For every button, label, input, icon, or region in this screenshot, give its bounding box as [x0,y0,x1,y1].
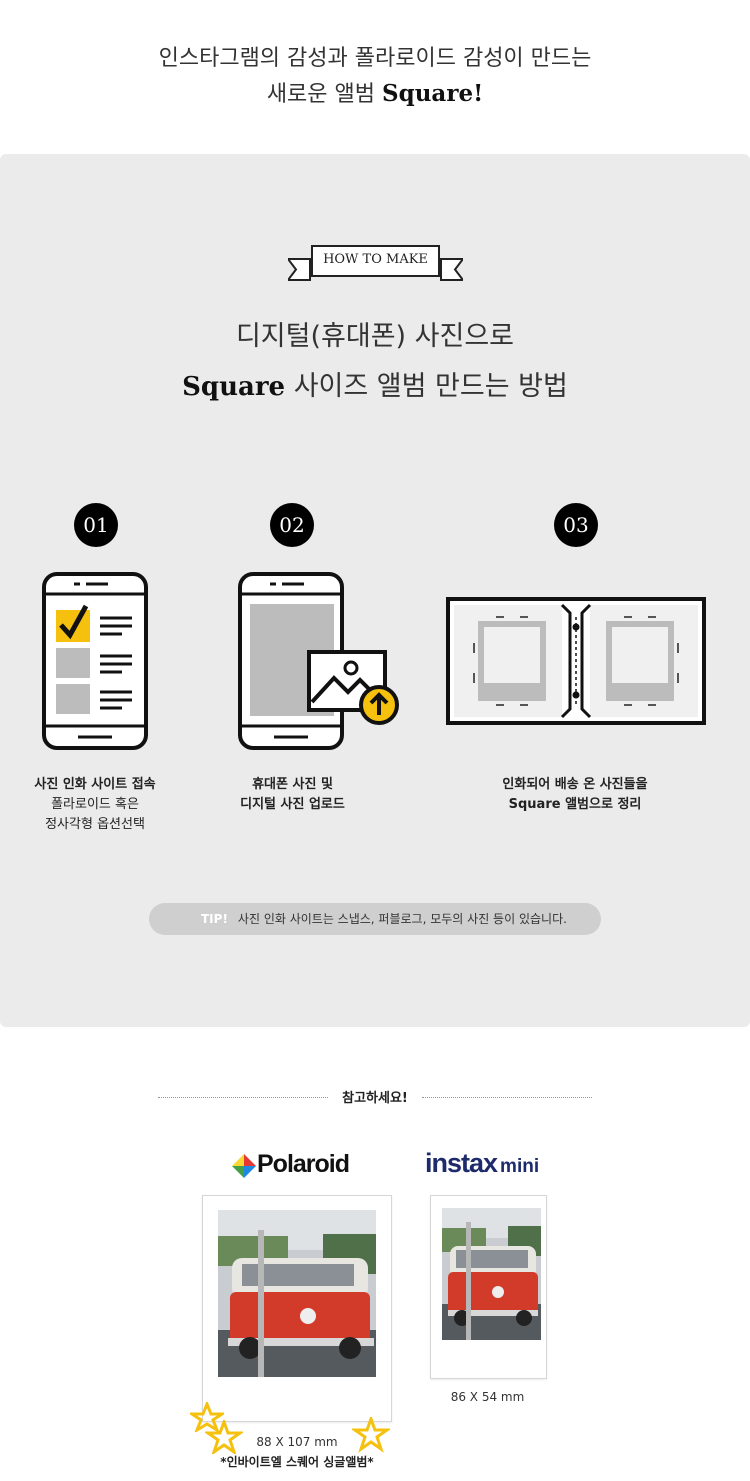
divider-right [422,1097,592,1098]
step-number-2: 02 [270,503,314,547]
reference-title: 참고하세요! [342,1091,408,1106]
phone-upload-icon [238,572,399,750]
star-icon [352,1417,390,1453]
step-1-text: 사진 인화 사이트 접속 폴라로이드 혹은 정사각형 옵션선택 [15,775,175,835]
instax-logo-main: instax [425,1148,498,1178]
instax-size: 86 X 54 mm [450,1390,525,1404]
polaroid-frame [202,1195,392,1422]
tip-bar: TIP! 사진 인화 사이트는 스냅스, 퍼블로그, 모두의 사진 등이 있습니다… [149,903,601,935]
polaroid-logo: Polaroid [232,1150,372,1182]
how-to-title-line2: Square 사이즈 앨범 만드는 방법 [0,364,750,403]
step-2-line1: 휴대폰 사진 및 [252,777,333,792]
step-1-line1: 사진 인화 사이트 접속 [34,777,156,792]
how-to-title-line1: 디지털(휴대폰) 사진으로 [235,321,515,352]
ribbon-label: HOW TO MAKE [323,252,428,267]
ribbon-banner-icon [288,245,463,281]
polaroid-diamond-icon [232,1154,256,1178]
tip-text: 사진 인화 사이트는 스냅스, 퍼블로그, 모두의 사진 등이 있습니다. [237,912,567,926]
step-3-line1: 인화되어 배송 온 사진들을 [502,777,648,792]
step-3-text: 인화되어 배송 온 사진들을 Square 앨범으로 정리 [470,775,680,815]
step-2-text: 휴대폰 사진 및 디지털 사진 업로드 [210,775,375,815]
polaroid-size: 88 X 107 mm [256,1435,338,1449]
how-to-brand-word: Square [182,372,286,402]
step-2-line2: 디지털 사진 업로드 [240,797,345,812]
hero-line2-prefix: 새로운 앨범 [266,82,376,107]
hero-line2: 새로운 앨범 Square! [0,76,750,108]
star-icon [190,1402,224,1432]
step-number-1: 01 [74,503,118,547]
phone-checklist-icon [42,572,148,750]
step-3-line2: Square 앨범으로 정리 [508,797,642,812]
how-to-title-suffix: 사이즈 앨범 만드는 방법 [293,371,568,402]
album-note: *인바이트엘 스퀘어 싱글앨범* [220,1455,374,1469]
tip-tag: TIP! [201,912,228,926]
album-open-icon [446,597,706,725]
polaroid-photo [218,1210,376,1377]
hero-header: 인스타그램의 감성과 폴라로이드 감성이 만드는 새로운 앨범 Square! [0,0,750,150]
divider-left [158,1097,328,1098]
step-number-3: 03 [554,503,598,547]
hero-line1: 인스타그램의 감성과 폴라로이드 감성이 만드는 [158,46,592,71]
step-1-line2: 폴라로이드 혹은 [51,797,139,812]
step-1-line3: 정사각형 옵션선택 [45,817,145,832]
instax-logo-sub: mini [500,1156,540,1177]
star-icon [205,1420,243,1454]
instax-photo [442,1208,541,1340]
hero-brand-word: Square! [382,80,484,107]
polaroid-logo-text: Polaroid [257,1150,350,1178]
instax-frame [430,1195,547,1379]
